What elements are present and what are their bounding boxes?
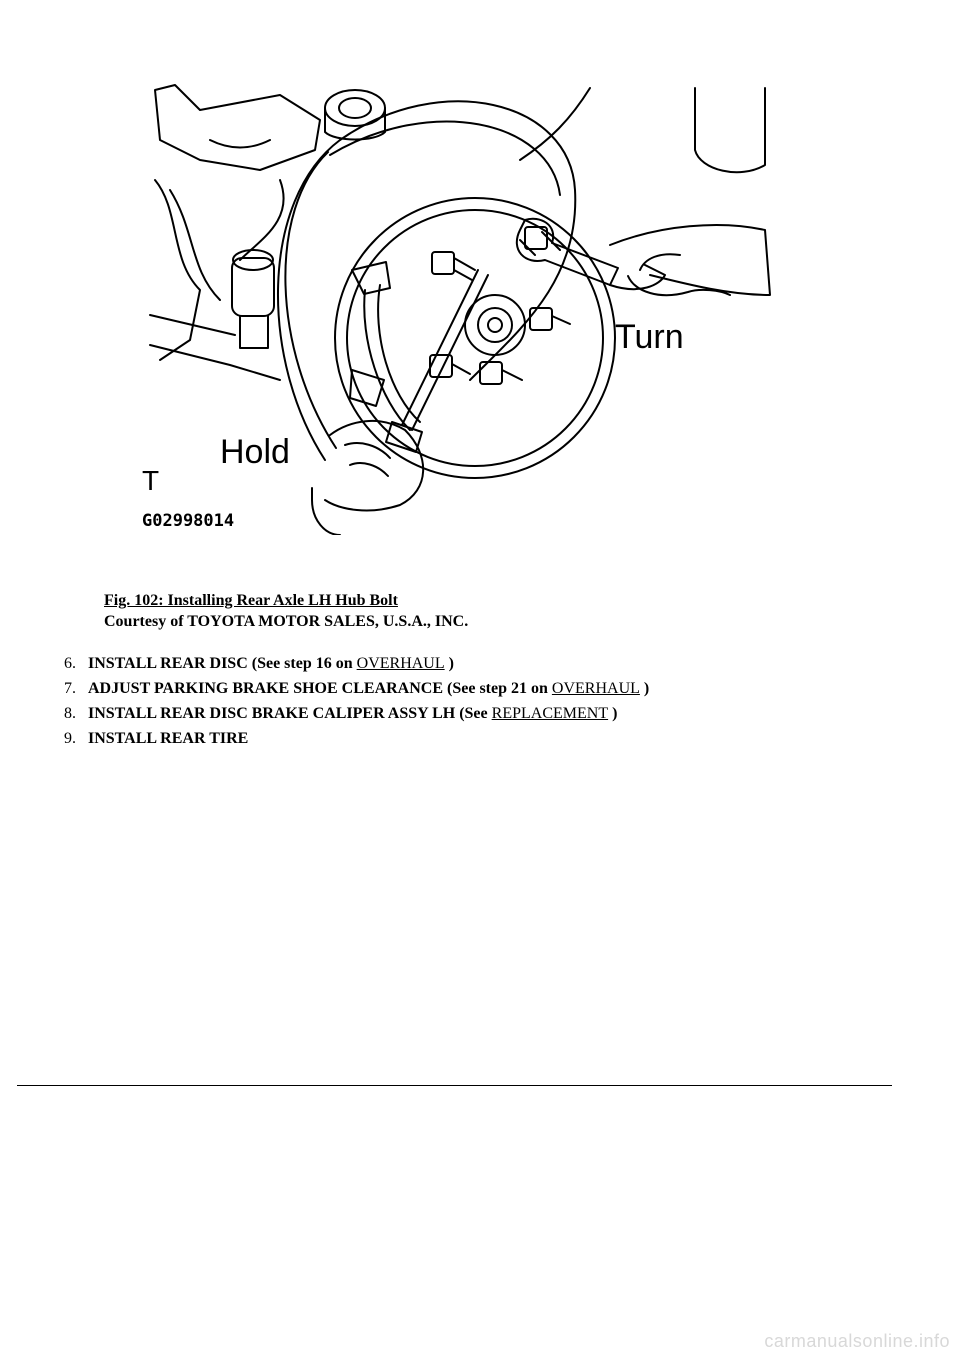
hold-label: Hold <box>220 433 290 471</box>
hub-bolt-illustration: Hold Turn T G02998014 <box>140 80 780 535</box>
overhaul-link[interactable]: OVERHAUL <box>356 655 445 672</box>
procedure-steps: 6. INSTALL REAR DISC (See step 16 on OVE… <box>64 654 649 754</box>
step-item: 6. INSTALL REAR DISC (See step 16 on OVE… <box>64 654 649 674</box>
step-number: 9. <box>64 730 76 747</box>
watermark: carmanualsonline.info <box>764 1331 950 1351</box>
replacement-link[interactable]: REPLACEMENT <box>491 705 609 722</box>
brake-assembly-drawing: Hold Turn T G02998014 <box>142 84 771 535</box>
view-marker-label: T <box>142 465 159 496</box>
step-text: INSTALL REAR TIRE <box>88 730 249 747</box>
step-number: 7. <box>64 680 76 697</box>
step-item: 7. ADJUST PARKING BRAKE SHOE CLEARANCE (… <box>64 679 649 699</box>
step-item: 8. INSTALL REAR DISC BRAKE CALIPER ASSY … <box>64 704 649 724</box>
page-divider <box>17 1085 892 1086</box>
step-number: 6. <box>64 655 76 672</box>
step-text: INSTALL REAR DISC BRAKE CALIPER ASSY LH … <box>88 705 618 722</box>
figure-title-link[interactable]: Fig. 102: Installing Rear Axle LH Hub Bo… <box>104 592 398 609</box>
figure-code: G02998014 <box>142 511 234 531</box>
courtesy-line: Courtesy of TOYOTA MOTOR SALES, U.S.A., … <box>104 613 469 630</box>
overhaul-link[interactable]: OVERHAUL <box>551 680 640 697</box>
step-text: INSTALL REAR DISC (See step 16 on OVERHA… <box>88 655 454 672</box>
step-number: 8. <box>64 705 76 722</box>
turn-label: Turn <box>615 318 684 356</box>
figure-caption: Fig. 102: Installing Rear Axle LH Hub Bo… <box>104 590 468 632</box>
step-item: 9. INSTALL REAR TIRE <box>64 729 649 749</box>
step-text: ADJUST PARKING BRAKE SHOE CLEARANCE (See… <box>88 680 650 697</box>
